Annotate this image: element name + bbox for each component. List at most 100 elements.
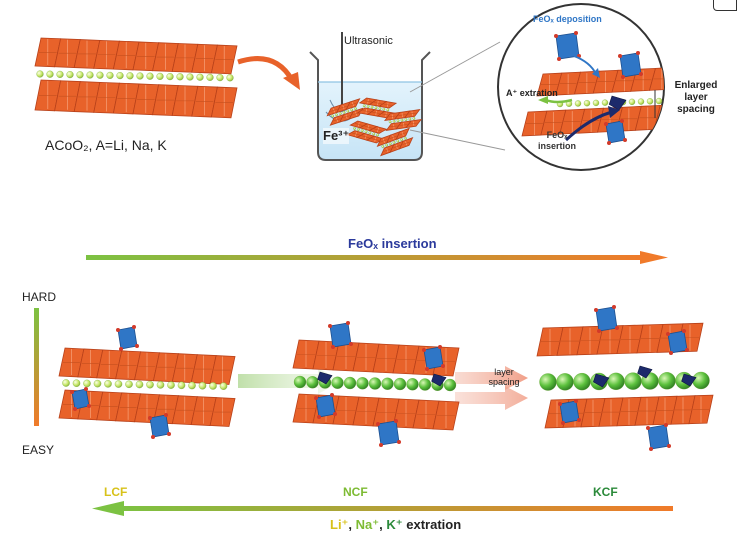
octahedron-edge [333, 118, 341, 122]
octahedral-layer [356, 107, 396, 119]
oxygen-atom [330, 393, 334, 397]
octahedron-edge [383, 103, 392, 106]
alkali-ion [443, 378, 457, 392]
alkali-ion [658, 372, 676, 390]
feox-octahedron [666, 329, 689, 355]
oxygen-atom [328, 324, 332, 328]
oxygen-atom [70, 390, 74, 394]
li-ion: Li⁺ [330, 517, 349, 532]
easy-label: EASY [22, 443, 55, 457]
oxygen-atom [669, 351, 673, 355]
insertion-arrow-small-head [608, 106, 620, 118]
feox-face [647, 424, 670, 450]
feox-face [377, 420, 400, 446]
extraction-word: extration [402, 517, 462, 532]
suspended-flake [376, 127, 414, 157]
alkali-ion [356, 377, 369, 390]
alkali-ion [353, 127, 356, 130]
alkali-ion [628, 98, 636, 105]
alkali-ion [386, 108, 390, 112]
alkali-ion [346, 109, 350, 113]
alkali-ion [146, 380, 154, 389]
alkali-ion [366, 105, 370, 108]
alkali-ion [46, 70, 54, 78]
oxygen-atom [151, 435, 155, 439]
octahedron-edge [389, 125, 398, 128]
oxygen-atom [636, 51, 640, 55]
octahedron-edge [362, 110, 371, 113]
alkali-ion [342, 110, 346, 114]
alkali-ion [188, 381, 196, 390]
alkali-ion [331, 376, 344, 389]
suspended-flake [346, 120, 388, 144]
octahedral-layer [58, 347, 236, 385]
alkali-ion [376, 133, 379, 137]
extraction-arrow-small-head [538, 96, 548, 104]
feox-octahedron [422, 345, 445, 371]
octahedron-edge [342, 115, 351, 119]
alkali-ion [692, 371, 710, 390]
ion-row [293, 375, 457, 392]
alkali-ion [206, 73, 214, 81]
interlayer-polyhedron [593, 373, 610, 388]
na-ion: Na⁺ [355, 517, 380, 532]
alkali-ion [393, 377, 407, 391]
oxygen-atom [554, 34, 558, 38]
oxygen-atom [425, 367, 429, 371]
oxygen-atom [623, 138, 627, 142]
suspended-flake [356, 97, 398, 119]
alkali-ion [177, 381, 186, 390]
alkali-ion [338, 112, 342, 115]
ion-row [353, 127, 379, 137]
feox-face [555, 32, 580, 60]
alkali-ion [167, 381, 175, 389]
alkali-ion [356, 128, 360, 131]
alkali-ion [331, 114, 334, 118]
oxygen-atom [314, 396, 318, 400]
alkali-ion [66, 71, 74, 79]
ion-row [331, 107, 357, 118]
alkali-ion [372, 132, 376, 136]
corner-tab[interactable] [713, 0, 737, 11]
alkali-ion [114, 380, 123, 388]
alkali-ion [176, 73, 184, 81]
oxygen-atom [594, 308, 598, 312]
oxygen-atom [331, 345, 335, 349]
oxygen-atom [646, 426, 650, 430]
alkali-ion [385, 143, 388, 147]
process-arrow-2 [455, 366, 528, 410]
alkali-ion [335, 113, 338, 117]
alkali-ion [156, 381, 165, 389]
ion-row [362, 104, 390, 112]
alkali-ion [378, 107, 382, 110]
alkali-ion [72, 379, 81, 387]
feox-face [423, 346, 444, 370]
alkali-ion [406, 378, 419, 391]
oxygen-atom [666, 332, 670, 336]
alkali-ion [374, 106, 378, 110]
oxygen-atom [349, 342, 353, 346]
octahedron-edge [380, 139, 388, 143]
oxygen-atom [397, 440, 401, 444]
alkali-ion [392, 140, 396, 144]
suspended-flake [383, 109, 423, 131]
feox-face [595, 306, 618, 332]
alkali-ion [56, 70, 64, 78]
oxygen-atom [577, 418, 581, 422]
octahedron-edge [349, 102, 357, 106]
alkali-ion [400, 118, 404, 122]
alkali-ion [293, 375, 307, 389]
ion-row [381, 136, 407, 148]
octahedron-edge [330, 108, 338, 112]
alkali-ion [360, 129, 364, 132]
oxygen-atom [333, 412, 337, 416]
oxygen-atom [615, 326, 619, 330]
octahedral-layer [326, 98, 361, 117]
alkali-ion [104, 380, 112, 388]
octahedral-layer [385, 118, 423, 131]
octahedron-edge [371, 138, 380, 141]
oxygen-atom [376, 422, 380, 426]
alkali-ion [146, 72, 154, 80]
